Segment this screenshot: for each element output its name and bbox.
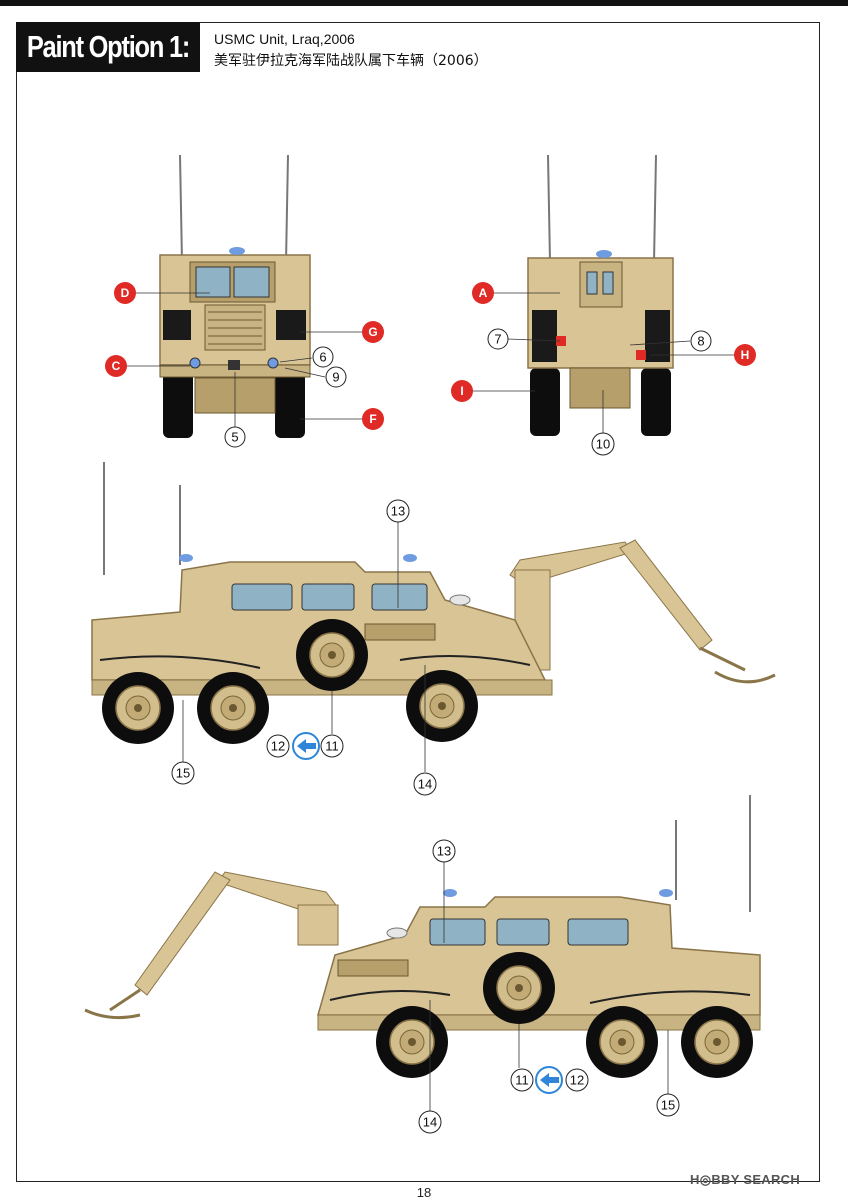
side-view-right [84, 795, 761, 1111]
callout-side1-14: 14 [413, 772, 437, 796]
front-view [126, 154, 362, 438]
paint-option-title: Paint Option 1: [16, 22, 200, 72]
callout-number: 14 [423, 1115, 437, 1130]
callout-front-D: D [114, 282, 136, 304]
callout-rear-H: H [734, 344, 756, 366]
callout-front-F: F [362, 408, 384, 430]
callout-side1-15: 15 [171, 761, 195, 785]
callout-rear-A: A [472, 282, 494, 304]
callout-letter: H [741, 348, 750, 362]
callout-number: 13 [437, 844, 451, 859]
callout-side2-11: 11 [510, 1068, 534, 1092]
callout-number: 11 [515, 1073, 529, 1088]
callout-number: 12 [570, 1073, 584, 1088]
callout-number: 8 [697, 334, 704, 349]
callout-number: 15 [176, 766, 190, 781]
callout-rear-8: 8 [690, 330, 712, 352]
callout-front-5: 5 [224, 426, 246, 448]
callout-side2-15: 15 [656, 1093, 680, 1117]
callout-front-9: 9 [325, 366, 347, 388]
callout-number: 5 [231, 430, 238, 445]
callout-letter: D [121, 286, 130, 300]
callout-side2-13: 13 [432, 839, 456, 863]
rear-view [472, 154, 735, 436]
callout-letter: C [112, 359, 121, 373]
callout-letter: A [479, 286, 488, 300]
callout-front-6: 6 [312, 346, 334, 368]
callout-number: 15 [661, 1098, 675, 1113]
arrow-direction-icon [292, 732, 320, 760]
callout-letter: G [368, 325, 377, 339]
callout-side1-13: 13 [386, 499, 410, 523]
callout-front-C: C [105, 355, 127, 377]
callout-number: 14 [418, 777, 432, 792]
arrow-direction-icon [535, 1066, 563, 1094]
callout-number: 9 [332, 370, 339, 385]
watermark-logo: H◎BBY SEARCH [690, 1172, 801, 1187]
callout-front-G: G [362, 321, 384, 343]
top-bar [0, 0, 848, 6]
callout-rear-I: I [451, 380, 473, 402]
page-frame [16, 22, 820, 1182]
subtitle-english: USMC Unit, Lraq,2006 [214, 31, 355, 47]
callout-number: 7 [494, 332, 501, 347]
side-view-left [91, 462, 776, 772]
callout-rear-7: 7 [487, 328, 509, 350]
callout-number: 11 [325, 739, 339, 754]
page-number: 18 [416, 1185, 432, 1200]
callout-letter: I [460, 384, 463, 398]
callout-side1-12: 12 [266, 734, 290, 758]
callout-number: 12 [271, 739, 285, 754]
callout-letter: F [369, 412, 376, 426]
callout-rear-10: 10 [591, 432, 615, 456]
callout-side2-12: 12 [565, 1068, 589, 1092]
callout-number: 6 [319, 350, 326, 365]
callout-number: 13 [391, 504, 405, 519]
callout-number: 10 [596, 437, 610, 452]
subtitle-chinese: 美军驻伊拉克海军陆战队属下车辆（2006） [214, 53, 488, 69]
callout-side2-14: 14 [418, 1110, 442, 1134]
callout-side1-11: 11 [320, 734, 344, 758]
